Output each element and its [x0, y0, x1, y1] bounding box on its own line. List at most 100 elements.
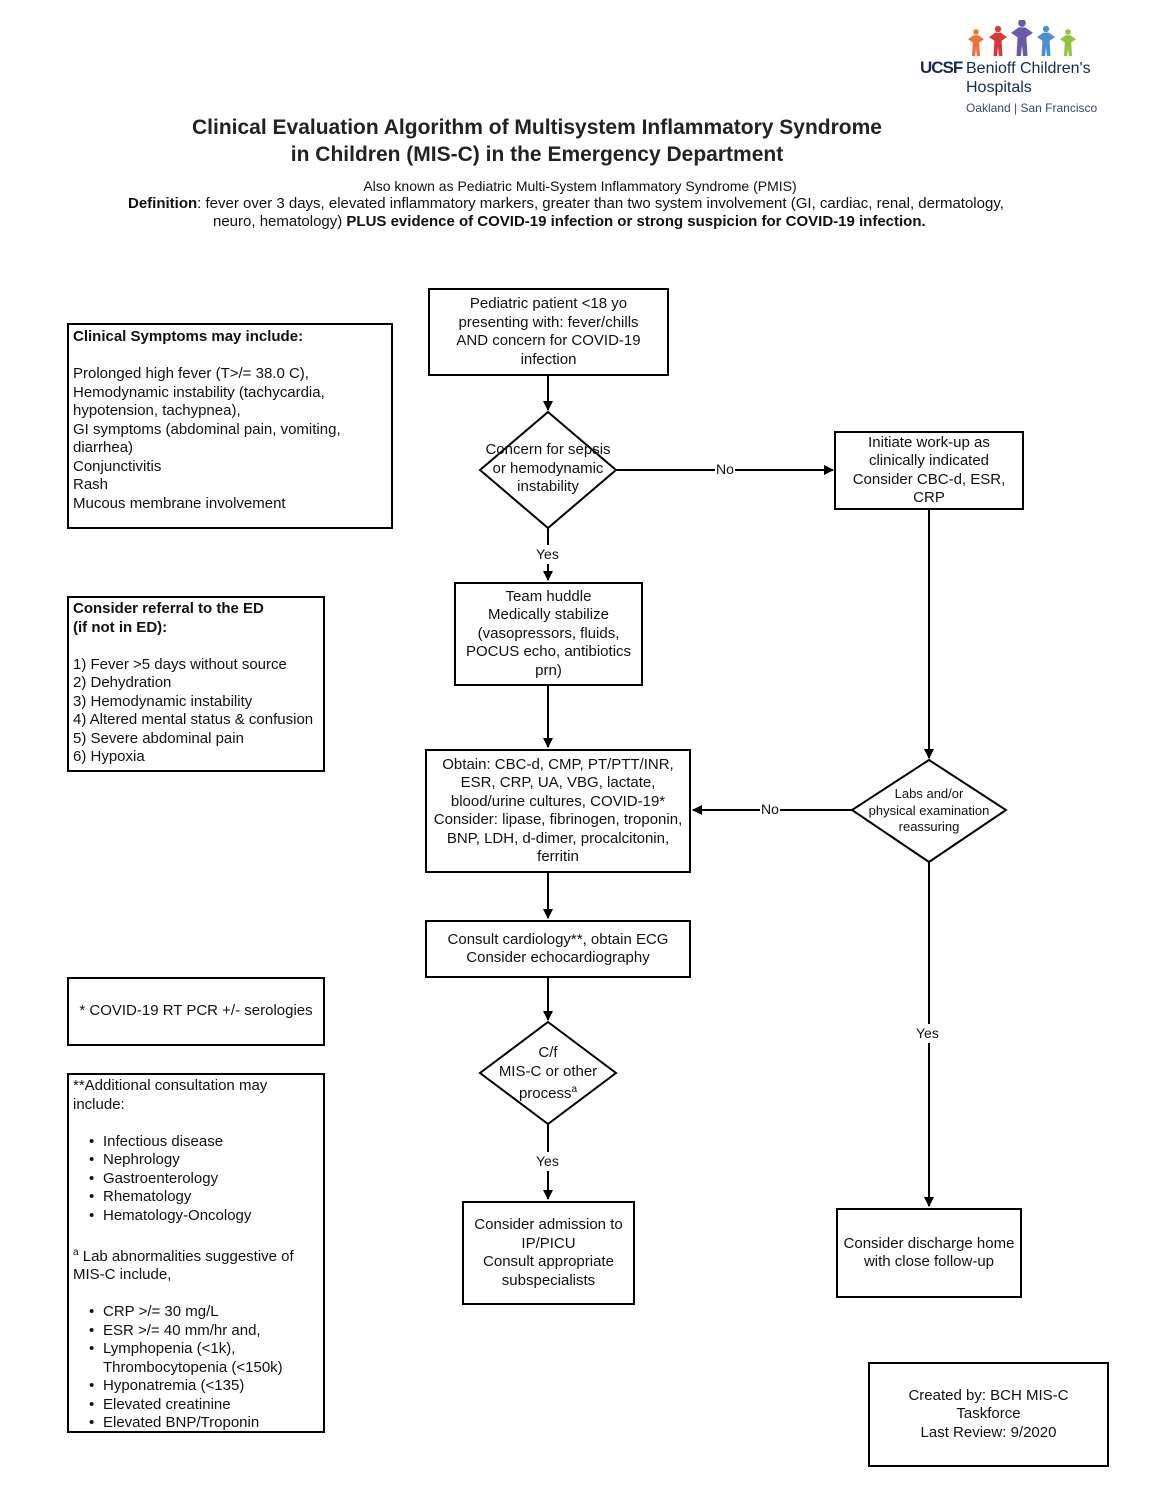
start-line: presenting with: fever/chills: [458, 313, 639, 331]
footer-line: Created by: BCH MIS-C: [908, 1386, 1069, 1404]
lab-item-text: Lymphopenia (<1k),: [103, 1340, 236, 1357]
admission-line: subspecialists: [501, 1271, 596, 1289]
decision-misc-line-3: processa: [470, 1081, 626, 1104]
admission-line: Consult appropriate: [483, 1253, 614, 1270]
symptom-line: GI symptoms (abdominal pain, vomiting,: [73, 420, 341, 438]
lab-item: Elevated creatinine: [73, 1396, 319, 1415]
label-no-1: No: [715, 460, 735, 479]
start-line: Pediatric patient <18 yo: [469, 295, 628, 312]
consult-heading-2: include:: [73, 1095, 125, 1113]
workup-line: clinically indicated: [868, 452, 990, 469]
referral-item: 4) Altered mental status & confusion: [73, 711, 314, 728]
symptom-line: Rash: [73, 476, 109, 493]
person-figure-icon: [1011, 20, 1033, 56]
symptoms-panel: Clinical Symptoms may include: Prolonged…: [67, 323, 393, 529]
decision-misc-process: process: [518, 1085, 572, 1102]
obtain-line: Consider: lipase, fibrinogen, troponin,: [433, 811, 683, 828]
symptom-line: Conjunctivitis: [73, 457, 162, 475]
definition-label: Definition: [128, 195, 198, 212]
person-figure-icon: [968, 29, 984, 56]
obtain-line: Obtain: CBC-d, CMP, PT/PTT/INR,: [442, 755, 674, 773]
symptom-line: hypotension, tachypnea),: [73, 402, 241, 419]
obtain-box: Obtain: CBC-d, CMP, PT/PTT/INR, ESR, CRP…: [425, 749, 691, 873]
lab-item-text: Thrombocytopenia (<150k): [103, 1358, 283, 1376]
workup-line: Initiate work-up as: [868, 433, 990, 451]
lab-item: ESR >/= 40 mm/hr and,: [73, 1322, 319, 1341]
person-figure-icon: [1037, 25, 1055, 56]
logo-locations: Oakland | San Francisco: [966, 101, 1098, 115]
covid-note-box: * COVID-19 RT PCR +/- serologies: [67, 977, 325, 1046]
discharge-line: with close follow-up: [863, 1253, 995, 1270]
symptom-line: Mucous membrane involvement: [73, 494, 286, 512]
referral-item: 1) Fever >5 days without source: [73, 655, 287, 673]
admission-box: Consider admission to IP/PICU Consult ap…: [462, 1201, 635, 1305]
huddle-line: POCUS echo, antibiotics: [465, 643, 632, 661]
decision-labs-line: reassuring: [898, 819, 960, 834]
logo-name-line2: Hospitals: [966, 79, 1032, 96]
consult-heading-1: **Additional consultation may: [73, 1077, 268, 1094]
lab-item: CRP >/= 30 mg/L: [73, 1303, 319, 1322]
decision-misc-line: C/f: [538, 1044, 558, 1061]
consult-item: Rhematology: [73, 1188, 319, 1207]
page-title: Clinical Evaluation Algorithm of Multisy…: [100, 114, 974, 168]
decision-sepsis-diamond: [478, 410, 618, 530]
consult-panel: **Additional consultation may include: I…: [67, 1073, 325, 1433]
workup-line: CRP: [913, 489, 945, 506]
aka-line: Also known as Pediatric Multi-System Inf…: [363, 178, 797, 194]
logo-ucsf: UCSF: [920, 58, 963, 77]
decision-labs-diamond: [850, 758, 1008, 864]
footer-line: Taskforce: [956, 1405, 1021, 1423]
decision-labs-line: Labs and/or: [894, 786, 964, 801]
consult-item: Nephrology: [73, 1151, 319, 1170]
person-figure-icon: [1060, 29, 1076, 56]
cardiology-box: Consult cardiology**, obtain ECG Conside…: [425, 920, 691, 978]
lab-heading-1-text: Lab abnormalities suggestive of: [78, 1247, 294, 1265]
huddle-line: prn): [535, 661, 562, 679]
obtain-line: ESR, CRP, UA, VBG, lactate,: [460, 774, 656, 791]
lab-list: CRP >/= 30 mg/L ESR >/= 40 mm/hr and, Ly…: [73, 1303, 319, 1433]
lab-item: Elevated BNP/Troponin: [73, 1414, 319, 1433]
family-figures-icon: [968, 20, 1076, 56]
consult-item: Gastroenterology: [73, 1170, 319, 1189]
huddle-line: Team huddle: [505, 587, 592, 605]
definition-line2: neuro, hematology) PLUS evidence of COVI…: [213, 213, 1113, 232]
logo-name-line1: Benioff Children's: [966, 60, 1091, 77]
label-no-2: No: [760, 800, 780, 819]
footer-box: Created by: BCH MIS-C Taskforce Last Rev…: [868, 1362, 1109, 1467]
decision-labs-line: physical examination: [868, 802, 990, 818]
consult-item: Hematology-Oncology: [73, 1207, 319, 1226]
decision-sepsis-line: Concern for sepsis: [485, 441, 611, 458]
decision-sepsis-text: Concern for sepsis or hemodynamic instab…: [470, 441, 626, 497]
consult-list: Infectious disease Nephrology Gastroente…: [73, 1133, 319, 1226]
workup-box: Initiate work-up as clinically indicated…: [834, 431, 1024, 510]
decision-misc-diamond: [478, 1020, 618, 1126]
obtain-line: blood/urine cultures, COVID-19*: [450, 792, 666, 810]
referral-item: 2) Dehydration: [73, 674, 172, 691]
definition-line2-text: neuro, hematology): [213, 213, 343, 230]
symptoms-heading: Clinical Symptoms may include:: [73, 328, 304, 345]
start-box: Pediatric patient <18 yo presenting with…: [428, 288, 669, 376]
decision-misc-line: MIS-C or other: [498, 1062, 598, 1080]
lab-item: Lymphopenia (<1k),Thrombocytopenia (<150…: [73, 1340, 319, 1377]
referral-panel: Consider referral to the ED (if not in E…: [67, 596, 325, 772]
referral-item: 3) Hemodynamic instability: [73, 692, 253, 710]
symptom-line: diarrhea): [73, 439, 134, 456]
title-line2: in Children (MIS-C) in the Emergency Dep…: [290, 143, 784, 166]
definition-text: : fever over 3 days, elevated inflammato…: [197, 195, 1004, 212]
person-figure-icon: [989, 25, 1007, 56]
start-line: AND concern for COVID-19: [456, 332, 641, 349]
referral-item: 5) Severe abdominal pain: [73, 729, 244, 747]
lab-heading-1: a Lab abnormalities suggestive of: [73, 1244, 319, 1267]
decision-misc-text: C/f MIS-C or other processa: [470, 1044, 626, 1104]
admission-line: IP/PICU: [521, 1234, 576, 1252]
symptom-line: Prolonged high fever (T>/= 38.0 C),: [73, 365, 309, 382]
start-line: infection: [520, 350, 577, 368]
title-line1: Clinical Evaluation Algorithm of Multisy…: [191, 116, 882, 139]
cardiology-line: Consult cardiology**, obtain ECG: [447, 930, 669, 948]
lab-heading-2: MIS-C include,: [73, 1266, 172, 1283]
discharge-line: Consider discharge home: [843, 1234, 1015, 1252]
definition-bold: PLUS evidence of COVID-19 infection or s…: [346, 213, 926, 230]
workup-line: Consider CBC-d, ESR,: [852, 470, 1006, 488]
label-yes-1: Yes: [536, 545, 559, 564]
label-yes-3: Yes: [916, 1024, 939, 1043]
